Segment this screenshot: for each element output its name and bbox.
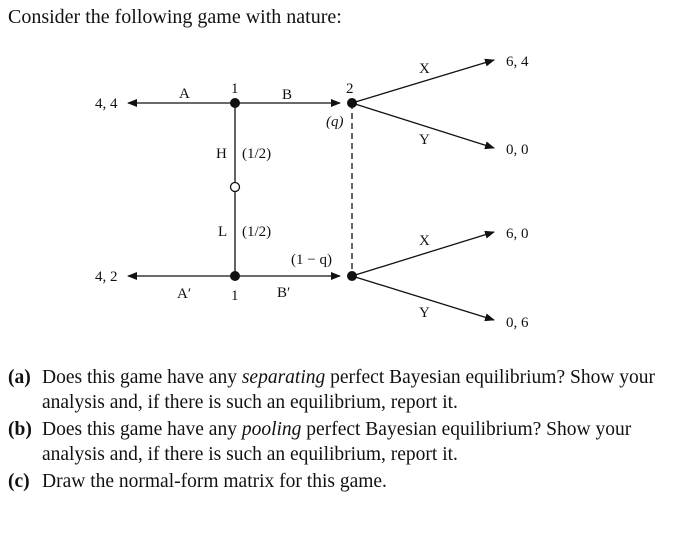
node-player2-top <box>347 98 357 108</box>
label-bottom-Y: Y <box>419 305 430 321</box>
question-b: (b) Does this game have any pooling perf… <box>8 418 676 467</box>
edge-bottom-Y <box>351 275 495 322</box>
node-player1-top <box>230 98 240 108</box>
payoff-BY: 0, 0 <box>506 142 529 158</box>
node-player2-bottom <box>347 271 357 281</box>
label-belief-top: (q) <box>326 114 344 130</box>
label-player1-top: 1 <box>231 81 239 97</box>
edge-top-X <box>351 58 495 104</box>
question-text: Draw the normal-form matrix for this gam… <box>42 470 676 495</box>
label-action-A-prime: A′ <box>177 286 191 302</box>
label-action-B: B <box>282 87 292 103</box>
label-top-Y: Y <box>419 132 430 148</box>
label-nature-H-prob: (1/2) <box>242 146 271 162</box>
payoff-A-prime: 4, 2 <box>95 269 118 285</box>
question-tag: (a) <box>8 367 31 388</box>
question-text-pre: Draw the normal-form matrix for this gam… <box>42 471 387 492</box>
question-text: Does this game have any separating perfe… <box>42 366 676 415</box>
question-a: (a) Does this game have any separating p… <box>8 366 676 415</box>
label-top-X: X <box>419 61 430 77</box>
question-text: Does this game have any pooling perfect … <box>42 418 676 467</box>
label-nature-L-prob: (1/2) <box>242 224 271 240</box>
question-text-post: perfect Bayesian equilibrium? Show your … <box>42 419 632 465</box>
payoff-BpX: 6, 0 <box>506 226 529 242</box>
question-c: (c) Draw the normal-form matrix for this… <box>8 470 676 495</box>
label-nature-L: L <box>218 224 227 240</box>
question-text-pre: Does this game have any <box>42 367 242 388</box>
question-tag: (c) <box>8 471 30 492</box>
payoff-A: 4, 4 <box>95 96 118 112</box>
edge-bottom-X <box>351 230 495 277</box>
node-player1-bottom <box>230 271 240 281</box>
label-bottom-X: X <box>419 233 430 249</box>
question-text-pre: Does this game have any <box>42 419 242 440</box>
intro-text: Consider the following game with nature: <box>8 6 342 28</box>
question-emphasis: separating <box>241 367 326 388</box>
question-text-post: perfect Bayesian equilibrium? Show your … <box>42 367 656 413</box>
payoff-BpY: 0, 6 <box>506 315 529 331</box>
label-action-A: A <box>179 86 190 102</box>
label-action-B-prime: B′ <box>277 285 290 301</box>
node-nature <box>229 181 241 193</box>
question-list: (a) Does this game have any separating p… <box>8 366 676 498</box>
label-belief-bottom: (1 − q) <box>291 252 332 268</box>
label-nature-H: H <box>216 146 227 162</box>
edge-top-Y <box>351 102 495 150</box>
label-player2: 2 <box>346 81 354 97</box>
label-player1-bottom: 1 <box>231 288 239 304</box>
question-emphasis: pooling <box>241 419 302 440</box>
payoff-BX: 6, 4 <box>506 54 529 70</box>
question-tag: (b) <box>8 419 32 440</box>
game-tree: 1 1 2 A B A′ B′ H (1/2) L (1/2) (q) (1 −… <box>95 54 529 331</box>
